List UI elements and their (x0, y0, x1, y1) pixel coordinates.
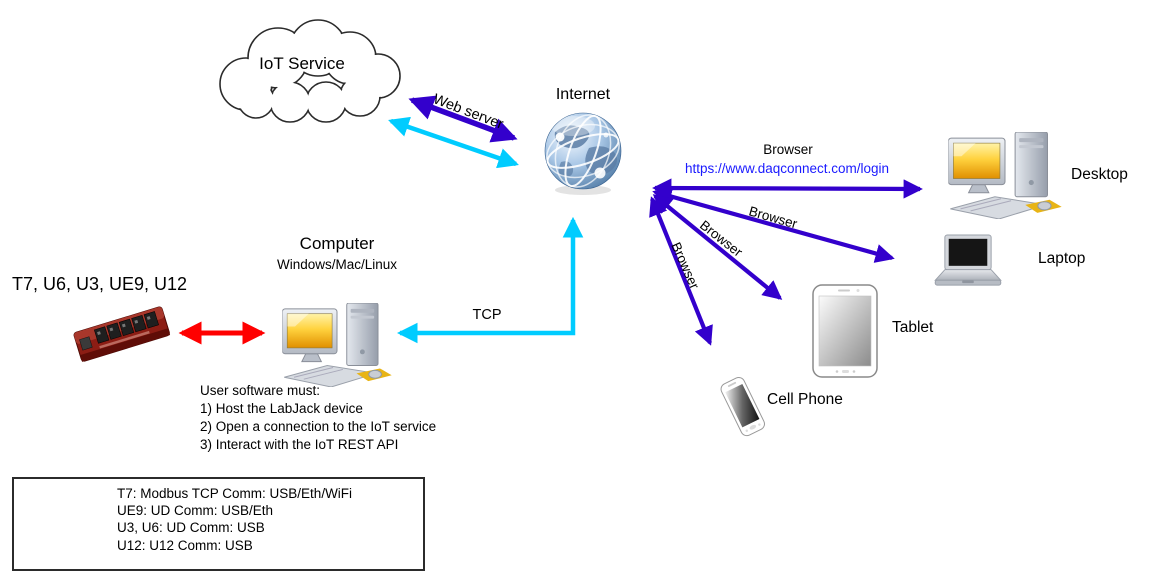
browser-label-desktop: Browser (763, 142, 813, 157)
tablet-icon (812, 284, 878, 378)
cell-phone-icon (720, 376, 765, 437)
note-item: 1) Host the LabJack device (200, 401, 363, 416)
internet-globe-icon (544, 112, 622, 195)
labjack-models-label: T7, U6, U3, UE9, U12 (12, 274, 188, 294)
legend-text: T7: Modbus TCP Comm: USB/Eth/WiFi UE9: U… (117, 485, 352, 554)
browser-label-laptop: Browser (747, 203, 799, 232)
computer-subtitle: Windows/Mac/Linux (276, 257, 398, 272)
tcp-label: TCP (472, 307, 502, 323)
note-title: User software must: (200, 383, 321, 398)
user-software-note: User software must: 1) Host the LabJack … (200, 382, 436, 454)
legend-item: U3, U6: UD Comm: USB (117, 520, 265, 536)
browser-url: https://www.daqconnect.com/login (684, 161, 890, 176)
internet-label: Internet (555, 86, 611, 103)
note-item: 2) Open a connection to the IoT service (200, 419, 437, 434)
host-computer-icon (282, 303, 392, 387)
laptop-label: Laptop (1038, 250, 1086, 267)
cloud-icon (219, 19, 401, 123)
iot-service-label: IoT Service (259, 54, 345, 73)
note-item: 3) Interact with the IoT REST API (200, 437, 399, 452)
computer-title: Computer (299, 234, 375, 253)
browser-arrow-desktop (652, 178, 923, 199)
labjack-device-icon (73, 306, 171, 362)
tablet-label: Tablet (892, 319, 934, 336)
laptop-icon (934, 234, 1002, 286)
legend-item: UE9: UD Comm: USB/Eth (117, 503, 274, 519)
desktop-label: Desktop (1071, 166, 1128, 183)
desktop-computer-icon (948, 132, 1062, 219)
legend-item: U12: U12 Comm: USB (117, 537, 253, 553)
legend-item: T7: Modbus TCP Comm: USB/Eth/WiFi (117, 486, 353, 501)
legend-box: T7: Modbus TCP Comm: USB/Eth/WiFi UE9: U… (12, 477, 425, 571)
web-server-label: Web server (430, 91, 506, 133)
cell-phone-label: Cell Phone (767, 391, 843, 408)
